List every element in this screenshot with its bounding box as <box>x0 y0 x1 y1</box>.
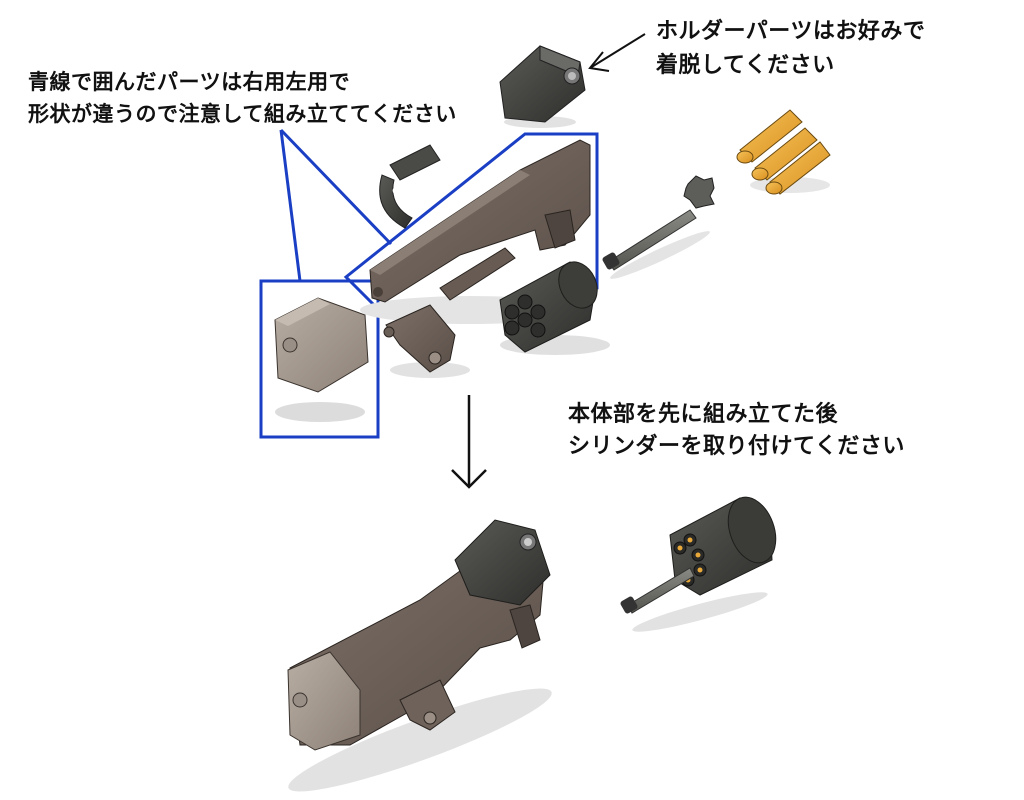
note-line: シリンダーを取り付けてください <box>568 433 905 459</box>
arrow-down-left-icon <box>588 33 646 72</box>
assembly-note: 本体部を先に組み立てた後 シリンダーを取り付けてください <box>568 398 905 462</box>
note-line: 本体部を先に組み立てた後 <box>568 401 839 427</box>
front-block <box>274 297 369 422</box>
cylinder-axle <box>602 175 715 279</box>
cartridges <box>736 109 831 195</box>
note-line: 形状が違うので注意して組み立ててください <box>28 101 457 126</box>
arrow-down-icon <box>451 395 487 489</box>
cylinder-with-axle <box>620 496 777 632</box>
cylinder <box>499 261 610 355</box>
hinge-part <box>383 304 470 378</box>
note-line: 着脱してください <box>656 52 835 78</box>
note-line: 青線で囲んだパーツは右用左用で <box>28 69 351 94</box>
holder-note: ホルダーパーツはお好みで 着脱してください <box>656 14 925 82</box>
barrel-clip <box>379 144 441 229</box>
note-line: ホルダーパーツはお好みで <box>656 18 926 44</box>
assembled-gun <box>287 519 552 792</box>
blue-outline-note: 青線で囲んだパーツは右用左用で 形状が違うので注意して組み立ててください <box>28 66 457 130</box>
holder-part <box>499 45 586 128</box>
